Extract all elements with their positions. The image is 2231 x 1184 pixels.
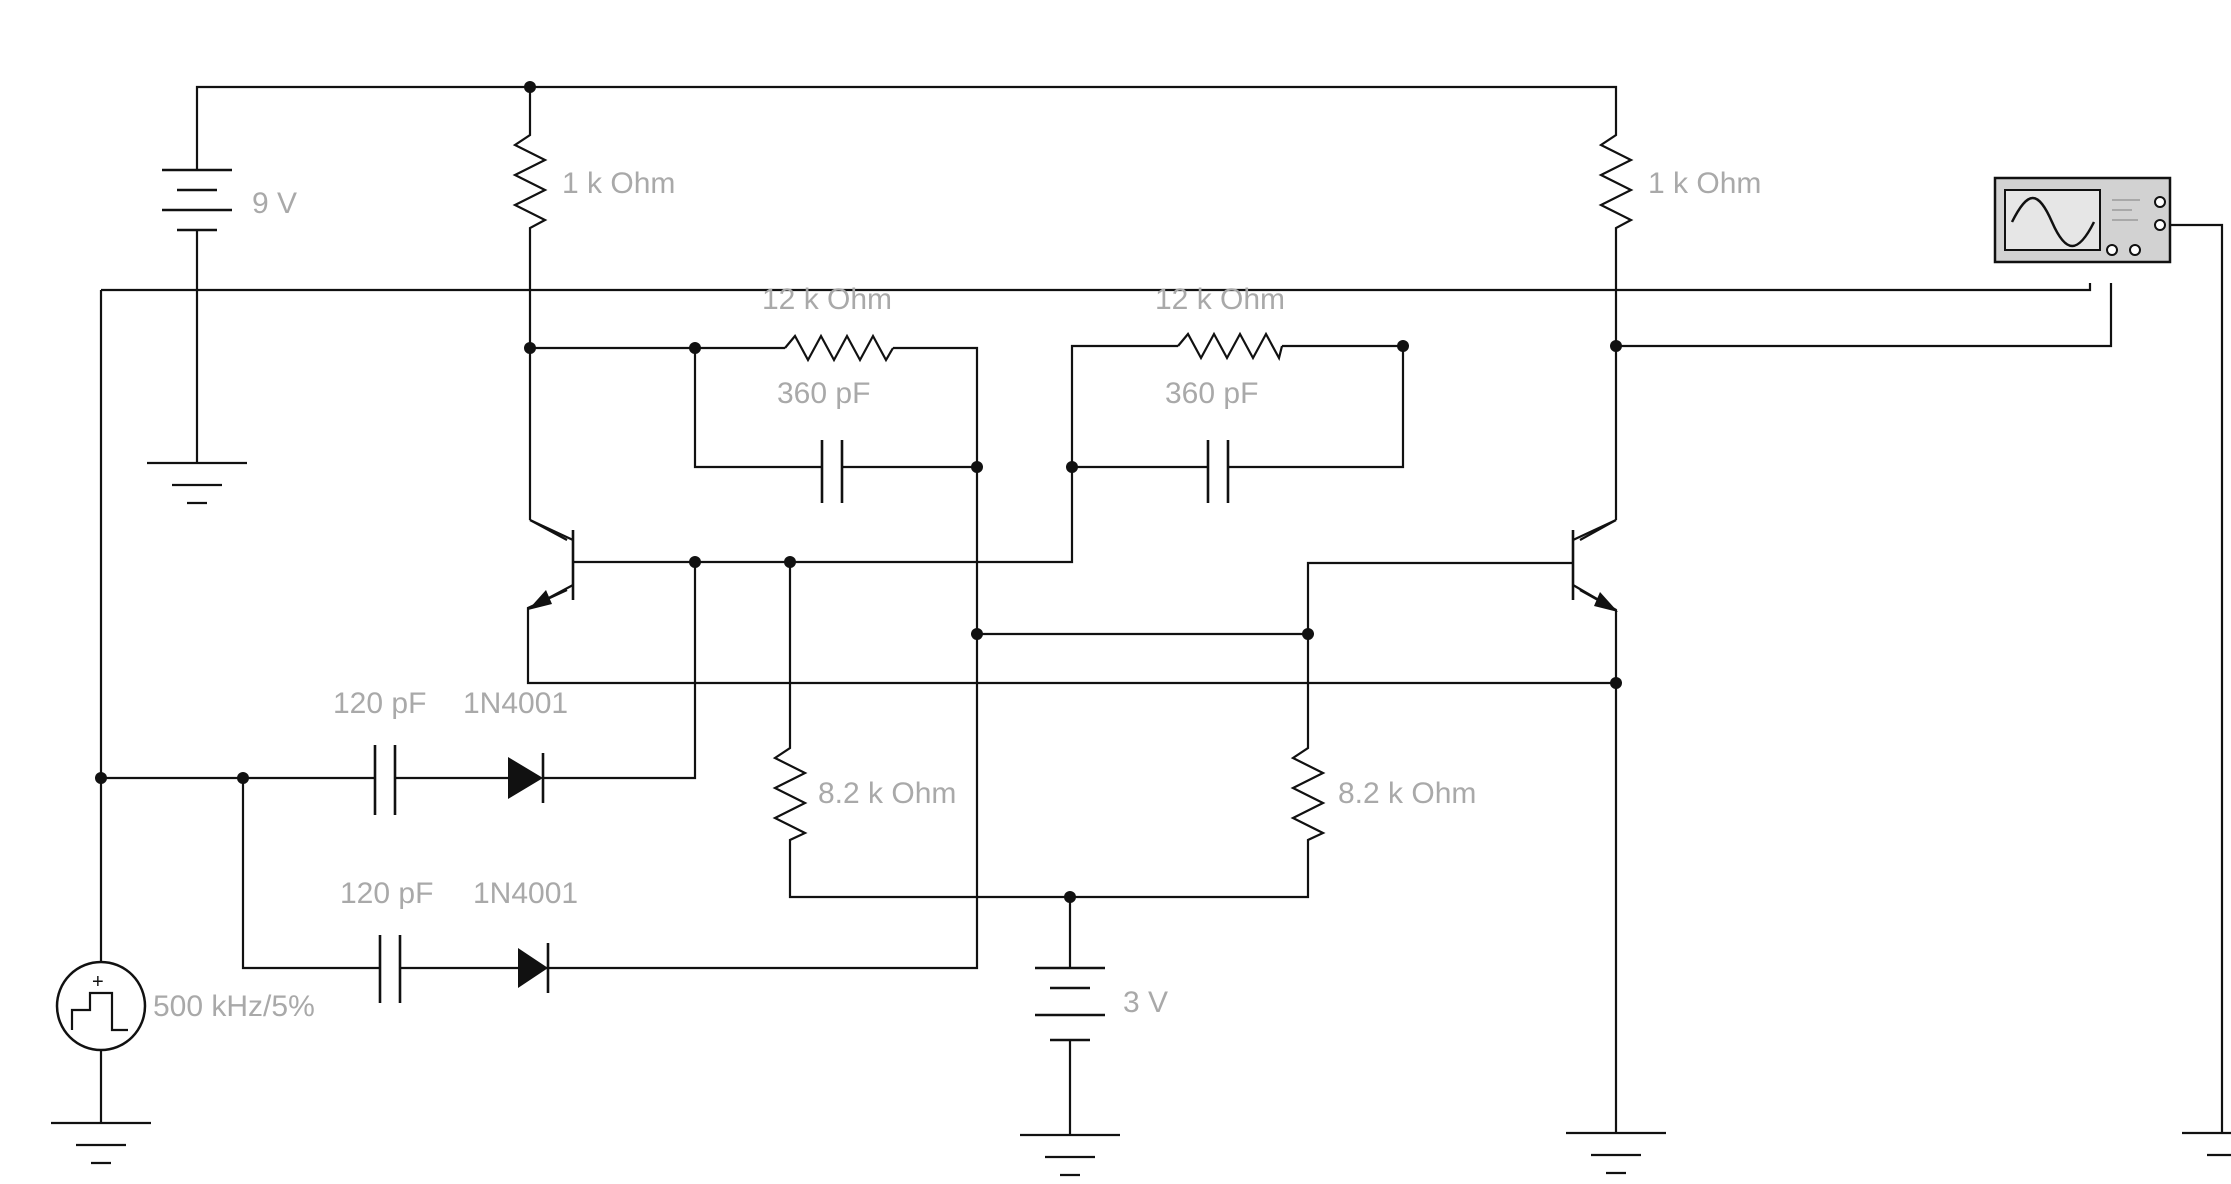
node [95, 772, 107, 784]
pulse-source-icon: + [55, 960, 147, 1052]
node [1064, 891, 1076, 903]
label-dt-bottom: 1N4001 [473, 877, 578, 910]
wire-rb-bottom [788, 845, 1310, 899]
wire-scope-ground [2170, 223, 2224, 1133]
wire-fb-left-cap-l [693, 348, 822, 469]
node [524, 81, 536, 93]
wire-fb-right-cap-l [1070, 344, 1208, 469]
capacitor-speedup-right [1206, 440, 1230, 503]
wire-trigger-bottom-return [543, 467, 979, 970]
wire-trigger-top-return [543, 562, 697, 780]
wire-fb-right-cap-r [1228, 346, 1405, 469]
junction-nodes [95, 81, 1622, 903]
node [971, 461, 983, 473]
label-rc-left: 1 k Ohm [562, 167, 675, 200]
label-rc-right: 1 k Ohm [1648, 167, 1761, 200]
ground-icon [2182, 1131, 2231, 1157]
label-rf-right: 12 k Ohm [1155, 283, 1285, 316]
wire-fb-right-scope [1616, 283, 2113, 348]
resistor-collector-left [512, 120, 548, 235]
node [689, 342, 701, 354]
ground-icon [51, 1121, 151, 1165]
wire-scope-ch1 [101, 283, 2092, 292]
capacitor-trigger-top [373, 745, 397, 815]
label-cs-left: 360 pF [777, 377, 870, 410]
label-ct-top: 120 pF [333, 687, 426, 720]
node [971, 628, 983, 640]
ground-icon [147, 461, 247, 505]
wire-q1-base [573, 467, 1074, 564]
label-rb-left: 8.2 k Ohm [818, 777, 956, 810]
label-pulse-source: 500 kHz/5% [153, 990, 315, 1023]
ground-icon [1566, 1131, 1666, 1175]
node [1610, 340, 1622, 352]
resistor-base-right [1290, 735, 1326, 845]
node [524, 342, 536, 354]
label-ct-bottom: 120 pF [340, 877, 433, 910]
battery-icon [162, 120, 232, 240]
wire-fb-left-cap-r [842, 346, 979, 469]
label-rf-left: 12 k Ohm [762, 283, 892, 316]
label-cs-right: 360 pF [1165, 377, 1258, 410]
npn-transistor-icon [528, 519, 575, 610]
resistor-feedback-left [784, 333, 894, 363]
resistor-feedback-right [1177, 331, 1284, 362]
label-supply-3v: 3 V [1123, 986, 1168, 1019]
battery-icon [1035, 966, 1105, 1042]
node [237, 772, 249, 784]
label-rb-right: 8.2 k Ohm [1338, 777, 1476, 810]
ground-icon [1020, 1133, 1120, 1177]
diode-icon [508, 753, 545, 803]
wires [99, 85, 2224, 1135]
wire-q2-base [1306, 561, 1573, 634]
label-supply-9v: 9 V [252, 187, 297, 220]
supply-rail-top [195, 85, 1618, 120]
diode-icon [518, 943, 550, 993]
wire-trigger-bottom-in [241, 778, 380, 970]
oscilloscope-icon[interactable] [1993, 176, 2172, 264]
wire-emitter-right [1579, 589, 1618, 1133]
resistor-base-left [772, 735, 808, 845]
label-source-polarity: + [92, 971, 104, 993]
resistor-collector-right [1598, 120, 1634, 235]
node [689, 556, 701, 568]
node [784, 556, 796, 568]
wire-emitter-left [526, 589, 1616, 685]
capacitor-trigger-bottom [378, 935, 402, 1003]
node [1302, 628, 1314, 640]
node [1066, 461, 1078, 473]
npn-transistor-icon [1571, 519, 1618, 612]
node [1610, 677, 1622, 689]
capacitor-speedup-left [820, 440, 844, 503]
node [1397, 340, 1409, 352]
label-dt-top: 1N4001 [463, 687, 568, 720]
